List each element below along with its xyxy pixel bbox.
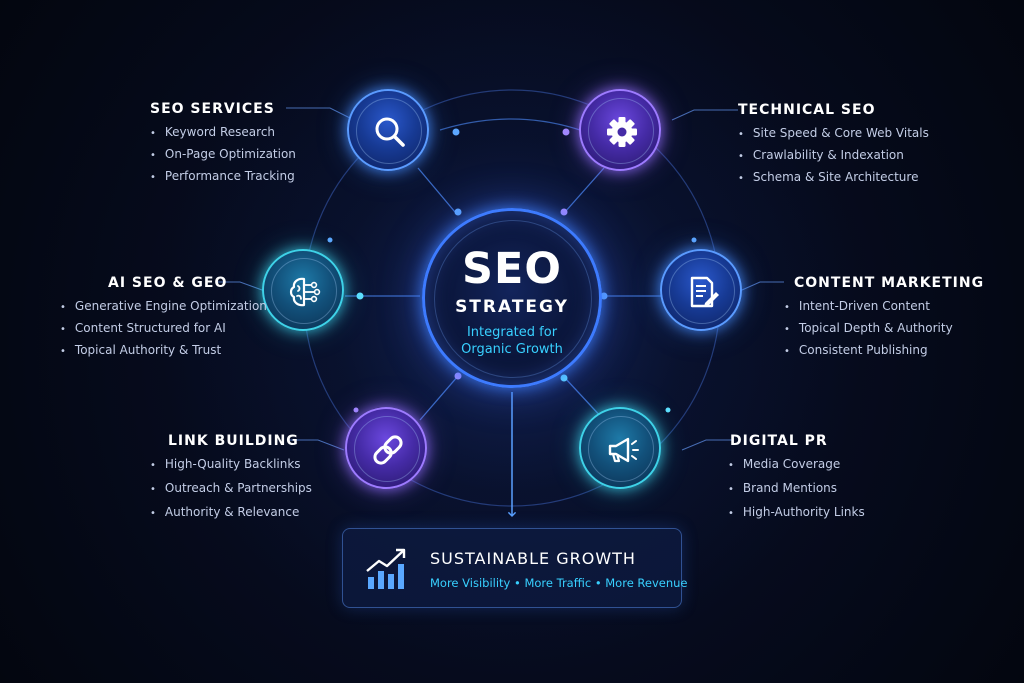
bullet-list: High-Quality Backlinks Outreach & Partne… (150, 456, 312, 520)
block-digital-pr: DIGITAL PR Media Coverage Brand Mentions… (728, 432, 865, 528)
block-title: CONTENT MARKETING (794, 275, 985, 291)
list-item: Media Coverage (728, 456, 865, 472)
block-link-building: LINK BUILDING High-Quality Backlinks Out… (150, 432, 312, 526)
center-hub: SEO STRATEGY Integrated for Organic Grow… (422, 208, 602, 388)
list-item: Performance Tracking (150, 168, 296, 184)
hub-subtitle: STRATEGY (455, 297, 569, 317)
ai-brain-icon (289, 277, 321, 307)
block-title: LINK BUILDING (168, 433, 299, 449)
block-ai-seo-geo: AI SEO & GEO Generative Engine Optimizat… (60, 274, 267, 364)
leader-link-building (288, 439, 345, 451)
block-title: DIGITAL PR (730, 433, 828, 449)
spoke-technical-seo (564, 167, 605, 213)
node-ai-seo-geo (262, 249, 344, 331)
block-seo-services: SEO SERVICES Keyword Research On-Page Op… (150, 100, 296, 190)
document-pen-icon (690, 276, 719, 308)
sustainable-growth-box: SUSTAINABLE GROWTH More Visibility • Mor… (342, 528, 688, 608)
list-item: Outreach & Partnerships (150, 480, 312, 496)
node-link-building (345, 407, 427, 489)
list-item: Site Speed & Core Web Vitals (738, 125, 929, 141)
list-item: Content Structured for AI (60, 320, 267, 336)
node-technical-seo (579, 89, 661, 171)
chain-link-icon (373, 435, 403, 465)
list-item: Topical Depth & Authority (784, 320, 984, 336)
arc-top (439, 118, 581, 131)
gear-icon (607, 117, 637, 147)
list-item: Topical Authority & Trust (60, 342, 267, 358)
list-item: Schema & Site Architecture (738, 169, 929, 185)
bullet-list: Site Speed & Core Web Vitals Crawlabilit… (738, 125, 929, 185)
block-title: TECHNICAL SEO (738, 102, 876, 118)
magnifier-icon (375, 117, 405, 147)
growth-chart-icon (366, 548, 406, 589)
list-item: Intent-Driven Content (784, 298, 984, 314)
hub-title: SEO (462, 244, 562, 294)
list-item: On-Page Optimization (150, 146, 296, 162)
megaphone-icon (608, 437, 639, 463)
block-content-marketing: CONTENT MARKETING Intent-Driven Content … (784, 274, 984, 364)
bullet-list: Keyword Research On-Page Optimization Pe… (150, 124, 296, 184)
bullet-list: Media Coverage Brand Mentions High-Autho… (728, 456, 865, 520)
leader-digital-pr (681, 439, 734, 451)
list-item: Generative Engine Optimization (60, 298, 267, 314)
list-item: Crawlability & Indexation (738, 147, 929, 163)
connector-dots (327, 128, 697, 413)
leader-ai-seo (218, 281, 263, 291)
list-item: Authority & Relevance (150, 504, 312, 520)
list-item: High-Quality Backlinks (150, 456, 312, 472)
leader-seo-services (286, 107, 351, 119)
spoke-link-building (419, 375, 459, 421)
block-technical-seo: TECHNICAL SEO Site Speed & Core Web Vita… (738, 101, 929, 191)
growth-subtitle: More Visibility • More Traffic • More Re… (430, 576, 688, 590)
hub-tagline-line2: Organic Growth (461, 342, 563, 357)
bullet-list: Generative Engine Optimization Content S… (60, 298, 267, 358)
spoke-seo-services (417, 167, 456, 213)
list-item: Consistent Publishing (784, 342, 984, 358)
list-item: Keyword Research (150, 124, 296, 140)
hub-inner-ring (434, 220, 592, 378)
node-seo-services (347, 89, 429, 171)
node-digital-pr (579, 407, 661, 489)
leader-technical-seo (671, 109, 738, 121)
list-item: Brand Mentions (728, 480, 865, 496)
list-item: High-Authority Links (728, 504, 865, 520)
growth-title: SUSTAINABLE GROWTH (430, 549, 636, 568)
block-title: AI SEO & GEO (108, 275, 228, 291)
node-content-marketing (660, 249, 742, 331)
block-title: SEO SERVICES (150, 101, 275, 117)
bullet-list: Intent-Driven Content Topical Depth & Au… (784, 298, 984, 358)
leader-content-marketing (741, 281, 784, 291)
hub-tagline-line1: Integrated for (466, 325, 558, 340)
